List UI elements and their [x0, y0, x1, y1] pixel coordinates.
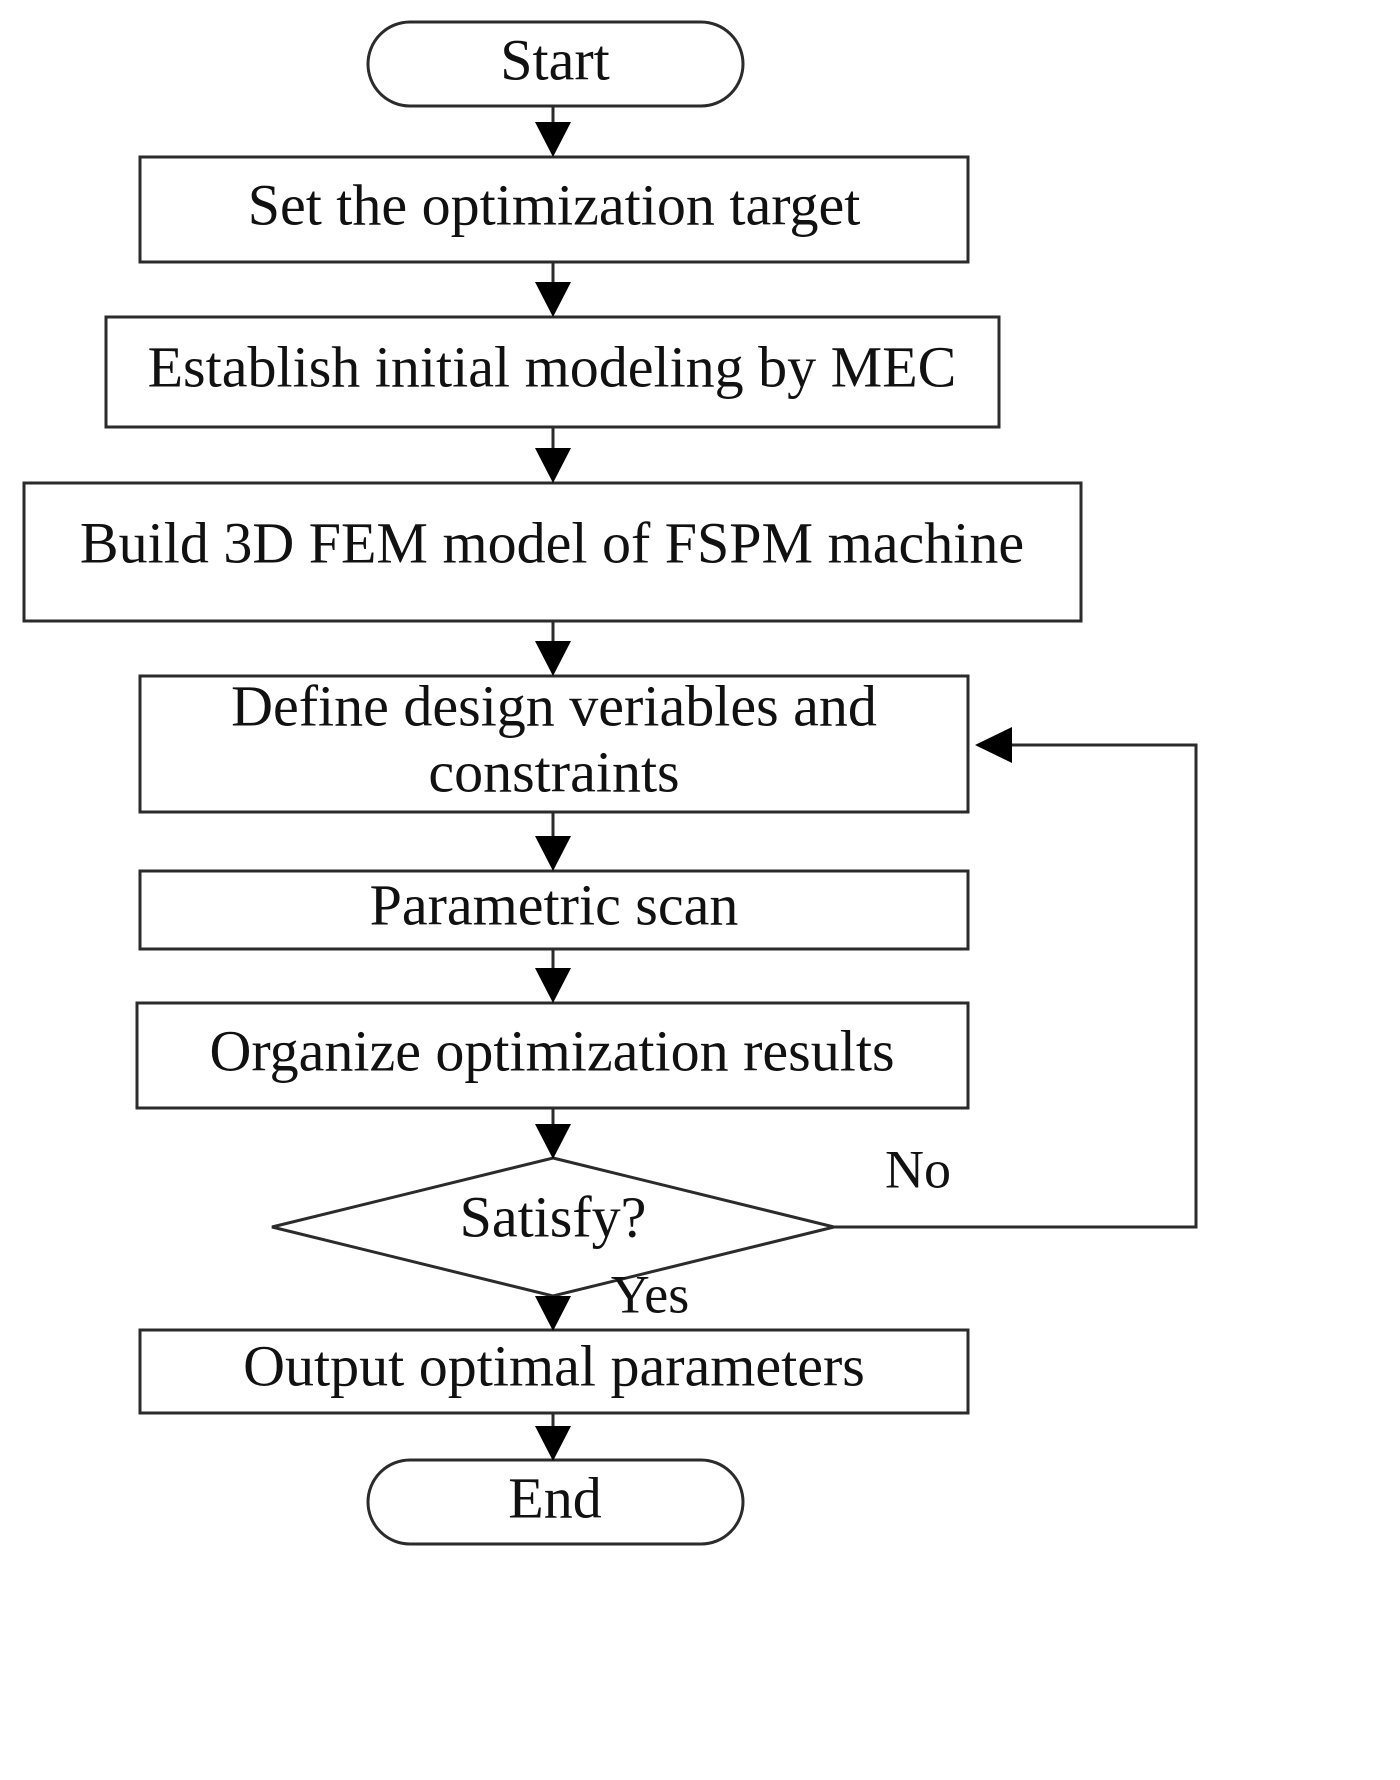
- establish-mec-label: Establish initial modeling by MEC: [148, 334, 957, 399]
- edge-output-params-to-end: [535, 1413, 571, 1461]
- satisfy-label: Satisfy?: [460, 1184, 647, 1249]
- edge-feedback-path: [834, 743, 1198, 1229]
- end-terminal-shape: [366, 1458, 745, 1546]
- node-organize-results[interactable]: Organize optimization results: [135, 1001, 970, 1110]
- node-end[interactable]: End: [366, 1458, 745, 1546]
- edge-organize-results-to-satisfy: [535, 1108, 571, 1159]
- set-target-label: Set the optimization target: [248, 172, 861, 237]
- edge-label-yes: Yes: [611, 1264, 690, 1324]
- output-params-box-shape: [138, 1328, 970, 1415]
- edge-organize-results-to-satisfy-arrowhead: [535, 1124, 571, 1159]
- build-fem-box-shape: [22, 481, 1083, 623]
- edge-build-fem-to-define-variables: [535, 621, 571, 676]
- edge-define-variables-to-parametric-scan-arrowhead: [535, 836, 571, 871]
- node-output-params[interactable]: Output optimal parameters: [138, 1328, 970, 1415]
- edge-define-variables-to-parametric-scan: [535, 812, 571, 871]
- define-variables-label-line2: constraints: [428, 739, 679, 804]
- node-set-target[interactable]: Set the optimization target: [138, 155, 970, 264]
- set-target-box-shape: [138, 155, 970, 264]
- start-terminal-shape: [366, 20, 745, 108]
- establish-mec-box-shape: [104, 315, 1001, 429]
- organize-results-label: Organize optimization results: [209, 1018, 894, 1083]
- node-define-variables[interactable]: Define design veriables and constraints: [138, 673, 970, 814]
- edge-satisfy-to-output-params-arrowhead: [535, 1296, 571, 1331]
- edge-establish-mec-to-build-fem: [535, 427, 571, 483]
- node-satisfy-decision[interactable]: Satisfy?: [271, 1156, 835, 1298]
- edge-parametric-scan-to-organize-results-arrowhead: [535, 968, 571, 1003]
- edge-establish-mec-to-build-fem-arrowhead: [535, 448, 571, 483]
- edge-start-to-set-target-arrowhead: [535, 122, 571, 157]
- edge-parametric-scan-to-organize-results: [535, 949, 571, 1003]
- define-variables-label-line1: Define design veriables and: [231, 673, 877, 738]
- start-label: Start: [500, 27, 610, 92]
- node-establish-mec[interactable]: Establish initial modeling by MEC: [104, 315, 1001, 429]
- build-fem-label: Build 3D FEM model of FSPM machine: [80, 510, 1024, 575]
- end-label: End: [508, 1465, 601, 1530]
- edge-output-params-to-end-arrowhead: [535, 1426, 571, 1461]
- edge-set-target-to-establish-mec: [535, 262, 571, 317]
- edge-start-to-set-target: [535, 106, 571, 157]
- node-parametric-scan[interactable]: Parametric scan: [138, 869, 970, 951]
- output-params-label: Output optimal parameters: [243, 1333, 865, 1398]
- edge-feedback-arrowhead: [975, 727, 1012, 763]
- edge-satisfy-to-output-params: Yes: [535, 1264, 689, 1331]
- node-start[interactable]: Start: [366, 20, 745, 108]
- node-build-fem[interactable]: Build 3D FEM model of FSPM machine: [22, 481, 1083, 623]
- parametric-scan-label: Parametric scan: [370, 872, 739, 937]
- edge-build-fem-to-define-variables-arrowhead: [535, 641, 571, 676]
- edge-satisfy-to-define-variables-feedback: No: [834, 727, 1198, 1229]
- edge-set-target-to-establish-mec-arrowhead: [535, 282, 571, 317]
- edge-label-no: No: [885, 1139, 951, 1199]
